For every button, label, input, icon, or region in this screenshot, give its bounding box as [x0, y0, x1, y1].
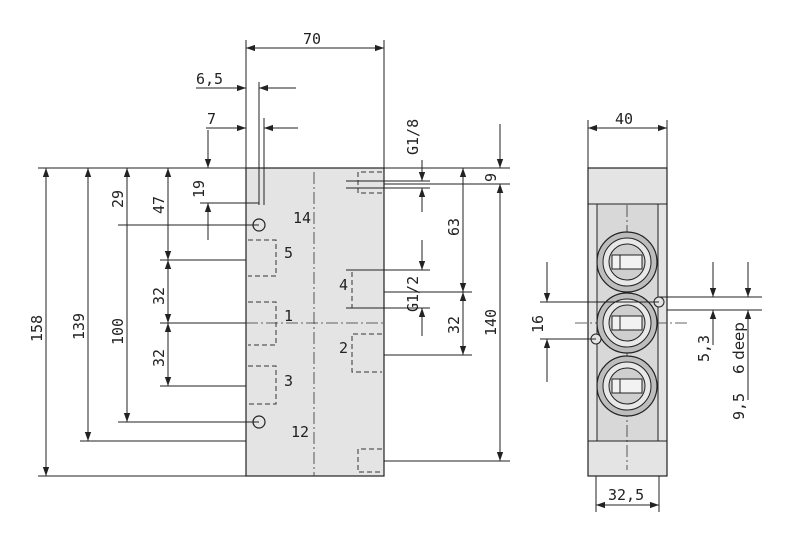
port-label-5: 5: [284, 244, 293, 262]
side-port-middle: [596, 292, 658, 354]
svg-text:32: 32: [445, 316, 463, 334]
port-label-1: 1: [284, 307, 293, 325]
svg-text:9: 9: [482, 173, 500, 182]
port-label-2: 2: [339, 339, 348, 357]
dim-side-9-5: 9,5 6 deep: [730, 262, 752, 420]
front-view: 14 5 4 1 2 3 12 70 6,5 7: [28, 30, 510, 477]
dim-32-right: 32: [384, 292, 472, 356]
svg-text:70: 70: [303, 30, 321, 48]
dim-158: 158: [28, 167, 246, 477]
svg-text:G1/2: G1/2: [404, 276, 422, 312]
port-label-3: 3: [284, 372, 293, 390]
side-port-bottom: [596, 355, 658, 417]
svg-text:16: 16: [529, 315, 547, 333]
dim-side-5-3: 5,3: [659, 262, 762, 362]
dim-side-width-40: 40: [587, 110, 668, 168]
dim-19: 19: [190, 130, 259, 240]
dim-side-32-5: 32,5: [595, 476, 660, 512]
side-view: 40 16 5,3 9,5 6 deep: [529, 110, 762, 512]
dim-140: 140: [384, 184, 510, 462]
dim-29: 29: [109, 168, 128, 225]
port-label-12: 12: [291, 423, 309, 441]
side-port-top: [596, 231, 658, 293]
svg-text:32: 32: [150, 349, 168, 367]
valve-body-front: [245, 167, 385, 477]
svg-text:6,5: 6,5: [196, 70, 223, 88]
dim-thread-g1-8: G1/8: [346, 119, 430, 212]
svg-text:40: 40: [615, 110, 633, 128]
port-label-4: 4: [339, 276, 348, 294]
dim-47: 47: [150, 168, 246, 261]
svg-text:32,5: 32,5: [608, 486, 644, 504]
dim-side-16: 16: [529, 262, 659, 382]
dim-thread-g1-2: G1/2: [346, 240, 430, 336]
svg-text:140: 140: [482, 309, 500, 336]
dim-9: 9: [384, 124, 510, 212]
dim-63: 63: [384, 168, 472, 293]
svg-text:63: 63: [445, 218, 463, 236]
deep-note: 6 deep: [730, 322, 748, 374]
svg-text:32: 32: [150, 287, 168, 305]
svg-text:158: 158: [28, 315, 46, 342]
dim-width-70: 70: [245, 30, 385, 168]
dim-hole-offset-7: 7: [206, 110, 298, 205]
dim-100: 100: [109, 168, 259, 423]
dim-32-upper: 32: [150, 260, 246, 324]
svg-text:19: 19: [190, 180, 208, 198]
svg-text:139: 139: [70, 313, 88, 340]
dim-hole-offset-6-5: 6,5: [196, 70, 296, 205]
svg-text:47: 47: [150, 196, 168, 214]
svg-text:29: 29: [109, 190, 127, 208]
svg-text:7: 7: [207, 110, 216, 128]
port-label-14: 14: [293, 209, 311, 227]
svg-text:9,5: 9,5: [730, 393, 748, 420]
svg-text:100: 100: [109, 318, 127, 345]
svg-text:G1/8: G1/8: [404, 119, 422, 155]
hidden-ports-left: [248, 239, 277, 405]
dim-139: 139: [70, 168, 246, 442]
dim-32-lower: 32: [150, 323, 246, 387]
svg-text:5,3: 5,3: [695, 335, 713, 362]
